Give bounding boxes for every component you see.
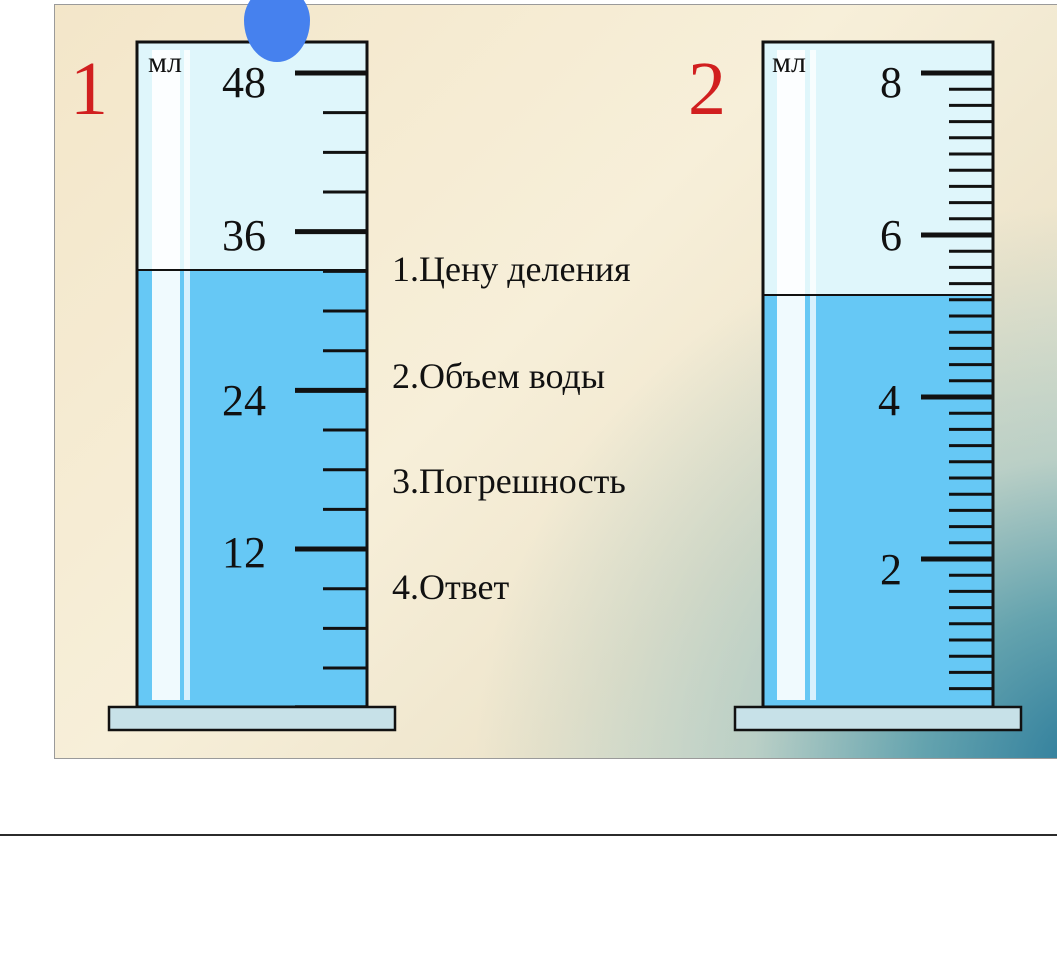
cylinder-1-label-24: 24 bbox=[222, 376, 266, 425]
task-item-1: 1.Цену деления bbox=[392, 249, 631, 289]
cylinder-1-label-48: 48 bbox=[222, 58, 266, 107]
task-list: 1.Цену деления 2.Объем воды 3.Погрешност… bbox=[392, 249, 631, 607]
task-item-3: 3.Погрешность bbox=[392, 461, 626, 501]
cylinder-1-unit: мл bbox=[148, 46, 182, 79]
cylinder-2-number: 2 bbox=[688, 47, 726, 131]
cylinder-2-scale bbox=[921, 70, 994, 691]
cylinder-1-glare-thin bbox=[184, 50, 190, 700]
cylinder-1-number: 1 bbox=[70, 47, 108, 131]
cylinder-2-base bbox=[733, 705, 1023, 732]
cylinder-2-glare bbox=[777, 50, 805, 700]
cylinder-2-label-8: 8 bbox=[880, 58, 902, 107]
cylinder-1-label-36: 36 bbox=[222, 211, 266, 260]
cylinder-1-base bbox=[107, 705, 397, 732]
cylinder-1-label-12: 12 bbox=[222, 528, 266, 577]
page-divider bbox=[0, 834, 1057, 836]
task-item-4: 4.Ответ bbox=[392, 567, 509, 607]
cylinder-1-glare bbox=[152, 50, 180, 700]
cylinder-2-label-4: 4 bbox=[878, 376, 900, 425]
cylinder-1: мл 1 48 36 24 12 bbox=[70, 40, 397, 732]
cylinder-2-label-6: 6 bbox=[880, 211, 902, 260]
cylinder-2-glare-thin bbox=[810, 50, 816, 700]
task-item-2: 2.Объем воды bbox=[392, 356, 605, 396]
cylinder-2-label-2: 2 bbox=[880, 545, 902, 594]
cylinder-2-unit: мл bbox=[772, 46, 806, 79]
cylinder-2: мл 2 8 6 4 2 bbox=[688, 40, 1023, 732]
